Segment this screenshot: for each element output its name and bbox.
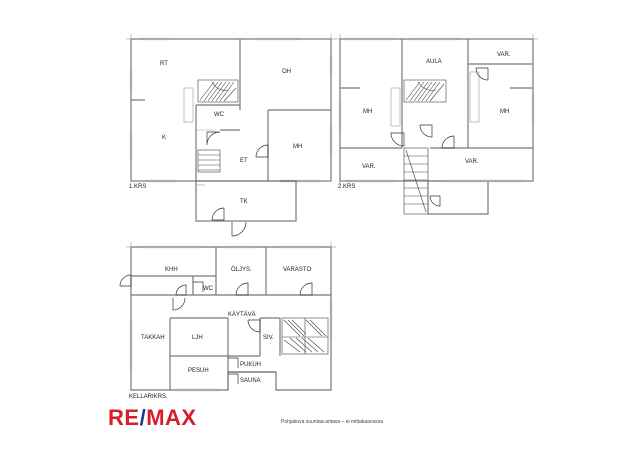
room-label-var-left: VAR. (362, 164, 376, 170)
room-label-et: ET (240, 158, 248, 164)
logo-slash: / (139, 405, 147, 430)
door-icon (172, 297, 186, 311)
room-label-wc: WC (214, 112, 225, 118)
door-icon (429, 195, 441, 207)
logo-part-max: MAX (146, 405, 197, 430)
staircase-2 (403, 79, 447, 103)
room-label-varasto: VARASTO (283, 267, 311, 273)
floor-label-1krs: 1.KRS (129, 184, 146, 190)
door-icon (231, 221, 247, 237)
door-icon (247, 319, 261, 333)
door-icon (441, 135, 455, 149)
room-label-oh: OH (282, 69, 291, 75)
door-icon (228, 373, 239, 384)
door-icon (235, 282, 249, 296)
floor-2: AULA VAR. MH MH VAR. VAR. 2.KRS (335, 34, 538, 215)
disclaimer-caption: Pohjakuva suuntaa-antava – ei mittakaava… (281, 419, 384, 425)
floor-label-2krs: 2.KRS (338, 184, 355, 190)
room-label-takkah: TAKKAH (141, 335, 165, 341)
door-icon (228, 357, 239, 368)
door-icon (475, 67, 489, 81)
room-label-ljh: LJH (192, 335, 203, 341)
room-label-k: K (162, 135, 166, 141)
floor-label-kellarikrs: KELLARIKRS. (129, 394, 168, 400)
room-label-pukuh: PUKUH (240, 362, 261, 368)
room-label-khh: KHH (165, 267, 178, 273)
room-label-siv: SIV. (263, 335, 274, 341)
door-icon (211, 207, 225, 221)
door-icon (119, 274, 132, 287)
staircase-1 (197, 79, 239, 103)
staircase-1b (197, 149, 221, 173)
door-icon (206, 131, 221, 146)
logo-part-re: RE (108, 405, 140, 430)
remax-logo: RE/MAX (108, 405, 197, 431)
basement: KHH ÖLJYS. VARASTO WC KÄYTÄVÄ TAKKAH LJH… (119, 242, 336, 400)
room-label-wc: WC (203, 286, 214, 292)
room-label-sauna: SAUNA (240, 378, 261, 384)
room-label-tk: TK (240, 199, 248, 205)
room-label-aula: AULA (426, 59, 442, 65)
room-label-oljys: ÖLJYS. (231, 266, 252, 273)
room-label-pesuh: PESUH (188, 368, 209, 374)
room-label-var-top: VAR. (497, 52, 511, 58)
room-label-var-right: VAR. (465, 159, 479, 165)
room-label-kaytava: KÄYTÄVÄ (228, 311, 256, 318)
room-label-mh: MH (293, 144, 302, 150)
floor-1: RT OH WC K ET MH TK 1.KRS (126, 34, 336, 237)
door-icon (419, 124, 433, 138)
door-icon (175, 284, 187, 296)
room-label-mh-left: MH (363, 109, 372, 115)
door-icon (299, 282, 313, 296)
staircase-basement (281, 317, 329, 355)
room-label-rt: RT (160, 61, 168, 67)
room-label-mh-right: MH (500, 109, 509, 115)
door-icon (255, 144, 269, 158)
door-icon (193, 281, 204, 292)
door-icon (390, 132, 405, 147)
